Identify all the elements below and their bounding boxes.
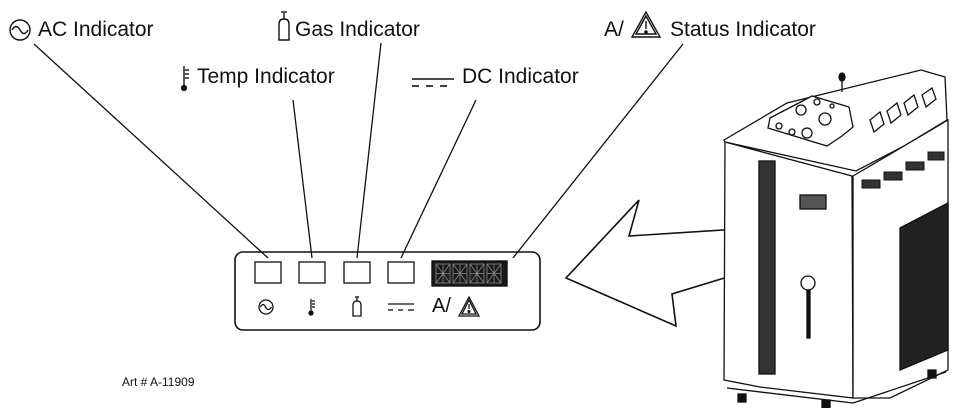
gas-indicator-lamp	[343, 261, 371, 284]
front-vent	[758, 160, 776, 375]
leader-line-ac	[33, 43, 269, 259]
ac-sine-icon	[258, 299, 274, 315]
dc-indicator-lamp	[387, 261, 415, 284]
gas-label-icon	[278, 11, 290, 41]
top-vents	[869, 86, 937, 134]
art-number: Art # A-11909	[122, 375, 195, 389]
dc-label-icon	[412, 78, 454, 87]
status-display	[431, 260, 508, 287]
gas-cylinder-icon	[352, 296, 362, 317]
leader-line-dc	[400, 99, 477, 259]
leader-line-temp	[292, 99, 313, 259]
status-indicator-label: Status Indicator	[670, 18, 816, 41]
gas-indicator-label: Gas Indicator	[295, 18, 420, 41]
ac-indicator-label: AC Indicator	[38, 18, 154, 41]
ac-indicator-lamp	[254, 261, 282, 284]
status-label-warning-icon	[630, 10, 662, 38]
warning-triangle-icon	[457, 295, 481, 317]
status-indicator-prefix: A/	[604, 18, 624, 41]
leader-lines	[33, 42, 684, 259]
indicator-panel	[234, 251, 541, 331]
ac-label-icon	[9, 19, 31, 41]
temp-label-icon	[180, 66, 189, 92]
temp-indicator-label: Temp Indicator	[197, 65, 335, 88]
leader-line-gas	[356, 42, 382, 259]
thermometer-icon	[308, 299, 315, 316]
status-symbol-text: A/	[432, 295, 451, 317]
power-source-machine	[723, 69, 949, 408]
temp-indicator-lamp	[298, 261, 326, 284]
dc-indicator-label: DC Indicator	[462, 65, 579, 88]
dc-current-icon	[388, 303, 414, 311]
leader-line-status	[512, 43, 684, 259]
side-grille	[899, 201, 949, 371]
